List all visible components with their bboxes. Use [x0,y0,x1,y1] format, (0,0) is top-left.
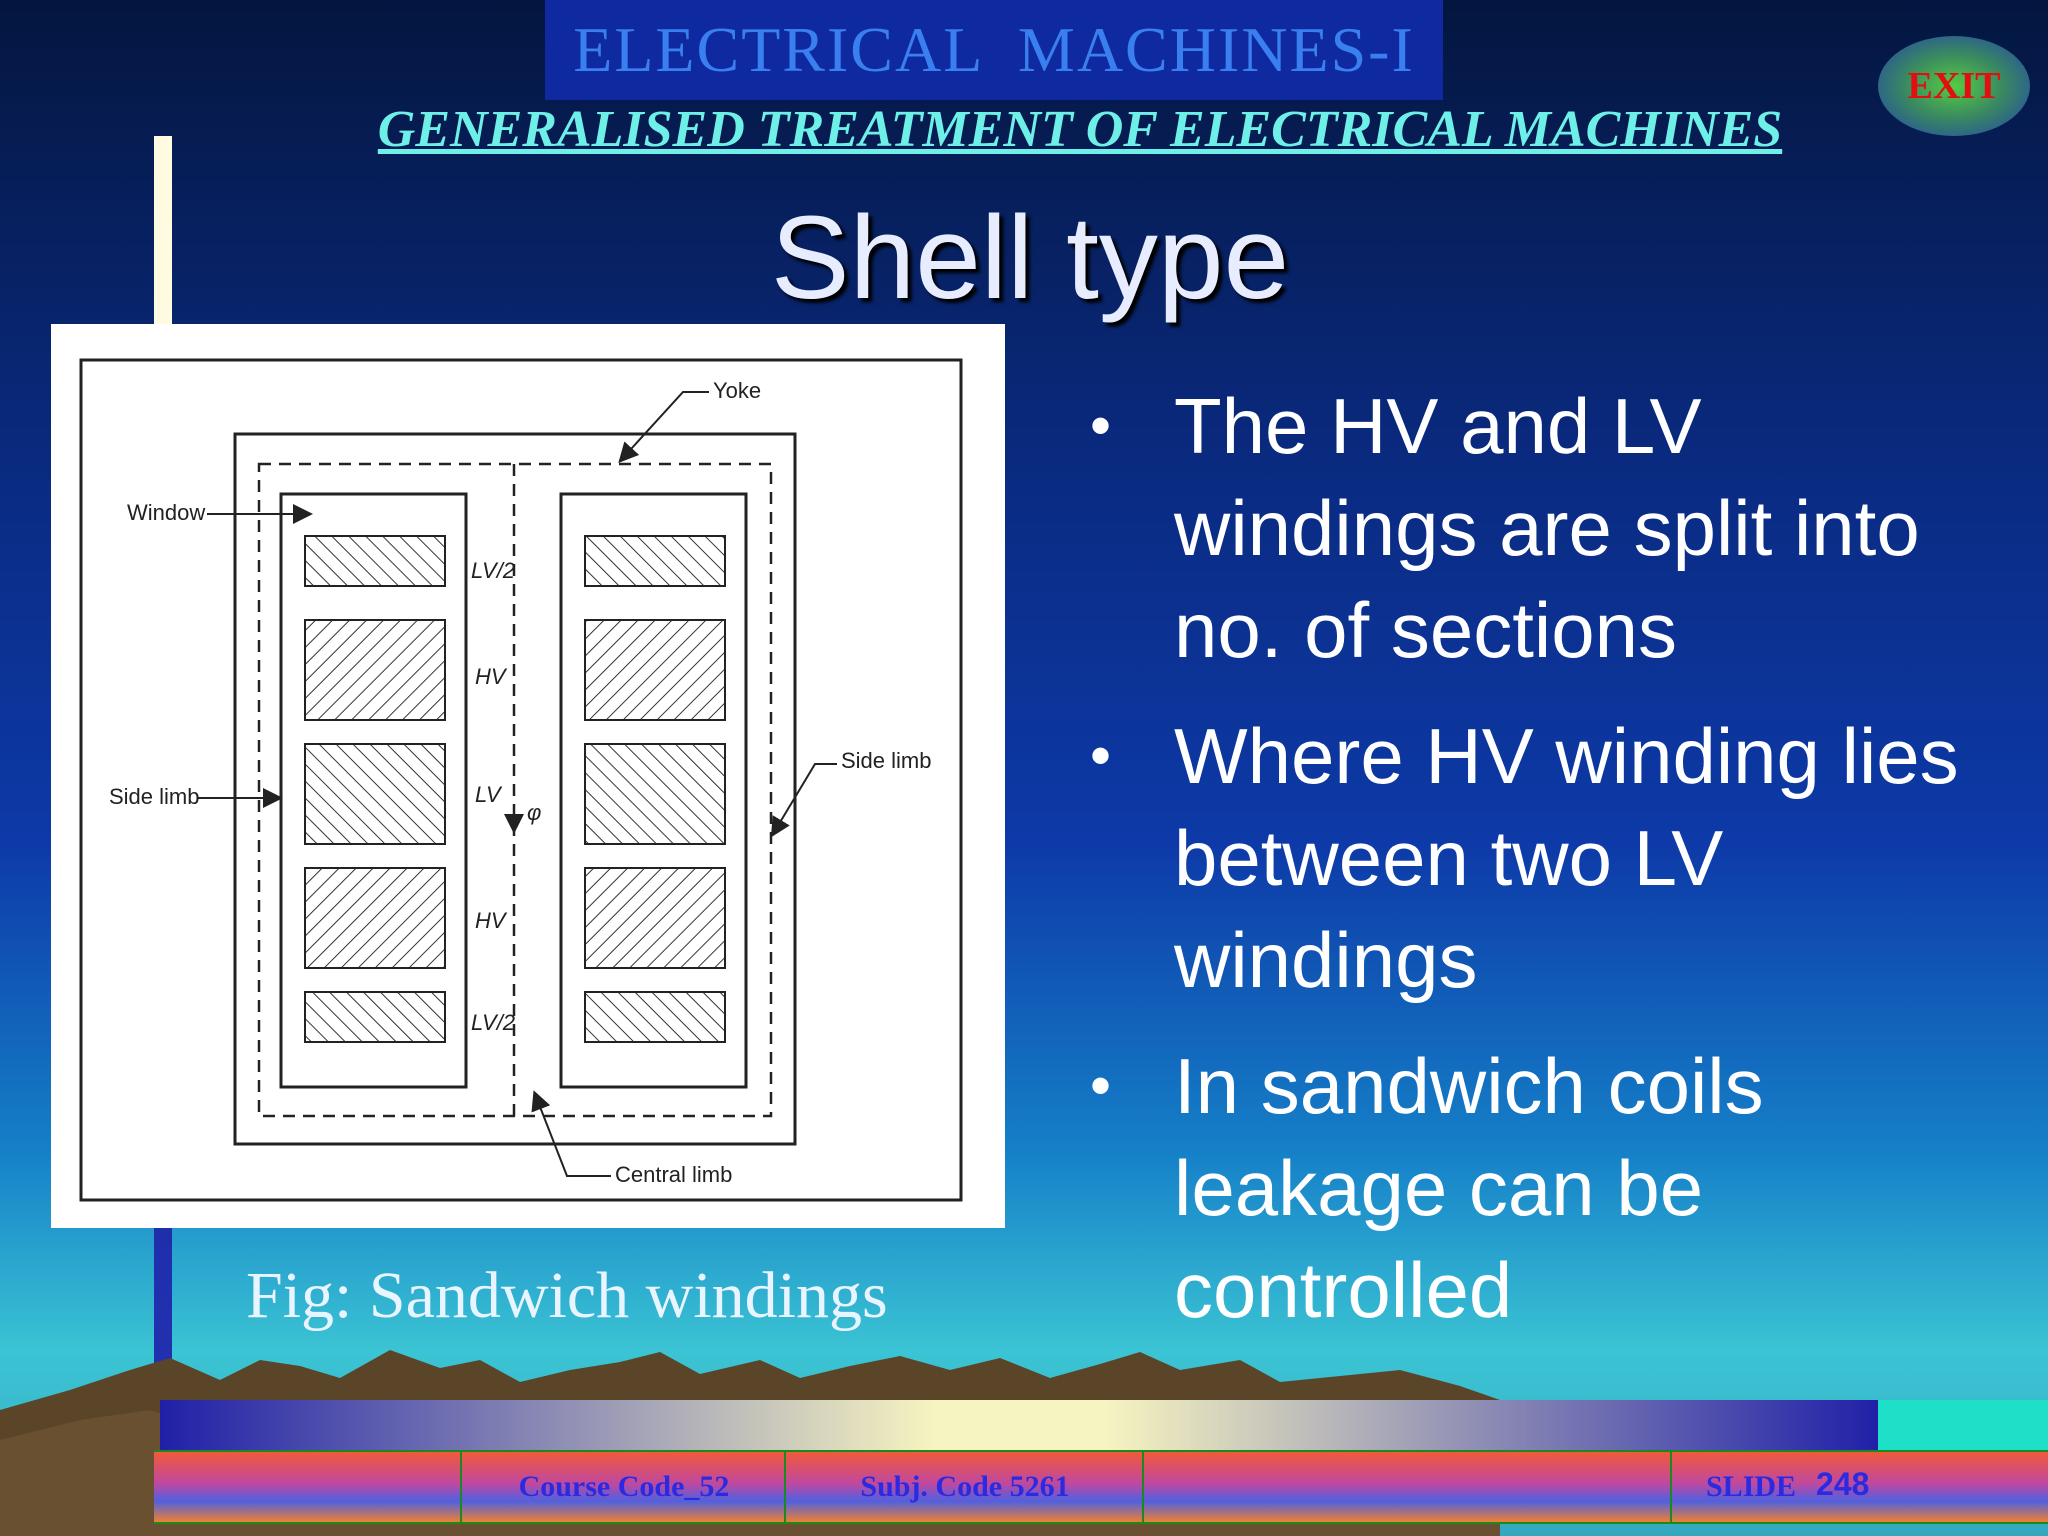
shell-type-transformer-diagram: LV/2 HV LV HV LV/2 φ Yoke Window Side li… [79,358,963,1202]
footer-cell-blank-left [154,1452,460,1522]
footer-cell-subject: Subj. Code 5261 [784,1452,1144,1522]
course-code: Course Code_52 [518,1470,730,1503]
figure-caption: Fig: Sandwich windings [246,1259,888,1332]
exit-button[interactable]: EXIT [1878,36,2030,136]
slide-heading: Shell type [770,192,1290,324]
label-hv-upper: HV [475,664,508,689]
label-phi: φ [527,800,541,825]
label-hv-lower: HV [475,908,508,933]
course-title: ELECTRICAL MACHINES-I [573,14,1415,85]
label-central-limb: Central limb [615,1162,732,1187]
subject-code: Subj. Code 5261 [860,1470,1070,1503]
sandwich-winding-figure: LV/2 HV LV HV LV/2 φ Yoke Window Side li… [51,324,1005,1228]
bullet-item: The HV and LV windings are split into no… [1090,375,2010,681]
bullet-list: The HV and LV windings are split into no… [1090,375,2010,1365]
bullet-item: Where HV winding lies between two LV win… [1090,705,2010,1011]
bullet-item: In sandwich coils leakage can be control… [1090,1035,2010,1341]
decorative-gradient-strip [160,1400,1880,1450]
label-window: Window [127,500,205,525]
label-side-limb-right: Side limb [841,748,931,773]
slide-footer: Course Code_52 Subj. Code 5261 SLIDE 248 [154,1450,2048,1524]
topic-subtitle: GENERALISED TREATMENT OF ELECTRICAL MACH… [377,101,1783,158]
decorative-cyan-strip [1878,1400,2048,1450]
label-lv2-top: LV/2 [471,558,515,583]
title-banner: ELECTRICAL MACHINES-I [545,0,1443,100]
outer-frame [79,358,963,1202]
label-yoke: Yoke [713,378,761,403]
core-outline [233,432,797,1146]
right-window [559,492,748,1089]
right-coil-stack [584,535,726,1043]
label-lv2-bottom: LV/2 [471,1010,515,1035]
footer-cell-course: Course Code_52 [460,1452,786,1522]
label-side-limb-left: Side limb [109,784,199,809]
footer-cell-blank-mid [1142,1452,1672,1522]
footer-cell-slide: SLIDE 248 [1670,1452,2046,1522]
left-coil-stack [304,535,446,1043]
slide-number: 248 [1816,1465,1870,1502]
slide-label: SLIDE [1706,1470,1797,1503]
label-lv-mid: LV [475,782,503,807]
